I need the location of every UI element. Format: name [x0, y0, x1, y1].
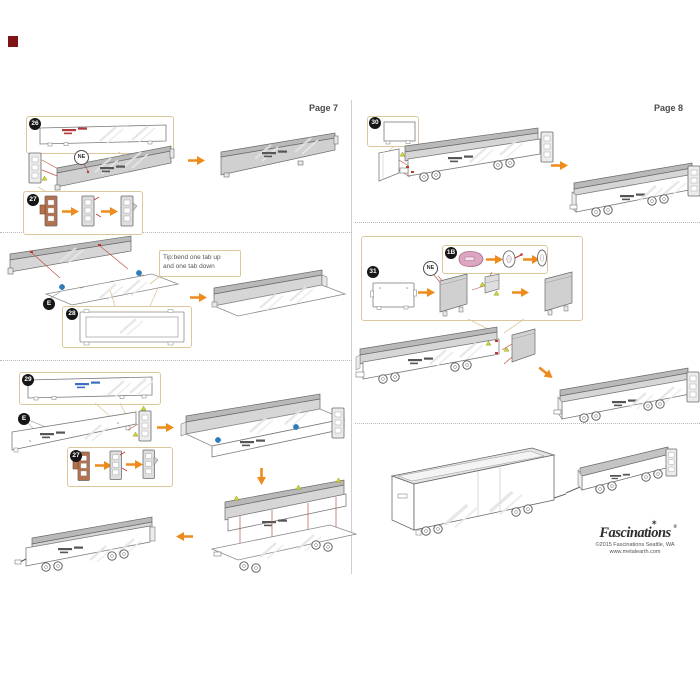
step30-gondola-assembly: [399, 127, 554, 182]
blue-tab-marker: [136, 270, 142, 276]
arrow-right: [190, 293, 207, 302]
part-29-box: [19, 372, 161, 405]
step31-result-gondola: [553, 367, 700, 423]
registered-mark: ®: [673, 525, 677, 530]
tip-line-1: Tip:bend one tab up: [163, 254, 221, 261]
part-28-box: [62, 306, 192, 348]
step28-wall-panel: [7, 235, 132, 279]
part-1b-box: [442, 245, 548, 274]
brand-footer: Fascinations ✶ ® ©2015 Fascinations Seat…: [583, 519, 687, 556]
section-divider: [355, 423, 700, 424]
badge-part-26: 26: [29, 118, 41, 130]
part-27-box-2: [67, 447, 173, 487]
badge-part-27: 27: [70, 450, 82, 462]
step31-gondola-assembly: [355, 326, 500, 384]
final-gondola: [565, 446, 678, 494]
blue-tab-marker: [59, 284, 65, 290]
arrow-right: [551, 161, 568, 170]
badge-part-28: 28: [66, 308, 78, 320]
step29-side-panel: [11, 411, 137, 453]
part-26-box: [26, 116, 174, 154]
tip-line-2: and one tab down: [163, 263, 215, 271]
page-7-label: Page 7: [308, 103, 338, 113]
step26-result-panel: [220, 132, 339, 178]
brand-logo: Fascinations ✶ ®: [599, 519, 677, 542]
badge-part-31: 31: [367, 266, 379, 278]
arrow-left: [176, 532, 193, 541]
badge-part-27: 27: [27, 194, 39, 206]
badge-part-29: 29: [22, 374, 34, 386]
website-line: www.metalearth.com: [609, 549, 661, 556]
section-divider: [0, 232, 352, 233]
arrow-right: [157, 423, 174, 432]
badge-step-e: E: [18, 413, 30, 425]
step29-result-body: [180, 393, 346, 458]
tip-callout: Tip:bend one tab up and one tab down: [159, 250, 241, 277]
final-boxcar: [390, 447, 567, 536]
red-corner-marker: [8, 36, 18, 47]
sparkle-icon: ✶: [651, 519, 657, 527]
step30-end-panel: [378, 148, 413, 182]
step26-end-bracket: [28, 152, 63, 184]
badge-step-e: E: [43, 298, 55, 310]
section-divider: [355, 222, 700, 223]
badge-ne: NE: [423, 261, 438, 276]
page-8-label: Page 8: [653, 103, 683, 113]
badge-part-30: 30: [369, 117, 381, 129]
step30-result-gondola: [569, 162, 700, 217]
brand-name: Fascinations: [599, 525, 671, 541]
part-27-box: [23, 191, 143, 235]
column-divider: [351, 100, 352, 574]
step29-end-bracket: [127, 405, 152, 442]
badge-ne: NE: [74, 150, 89, 165]
copyright-line: ©2015 Fascinations Seattle, WA: [595, 542, 675, 548]
step28-floor-panel: [44, 272, 180, 306]
body-to-chassis-alignment: [210, 477, 358, 573]
arrow-down-right: [536, 364, 556, 382]
badge-part-1b: 1B: [445, 247, 457, 259]
step31-floating-end-panel: [501, 328, 536, 365]
section-divider: [0, 360, 352, 361]
assembled-gondola-car: [14, 516, 156, 572]
arrow-right: [188, 156, 205, 165]
arrow-down: [257, 468, 266, 485]
